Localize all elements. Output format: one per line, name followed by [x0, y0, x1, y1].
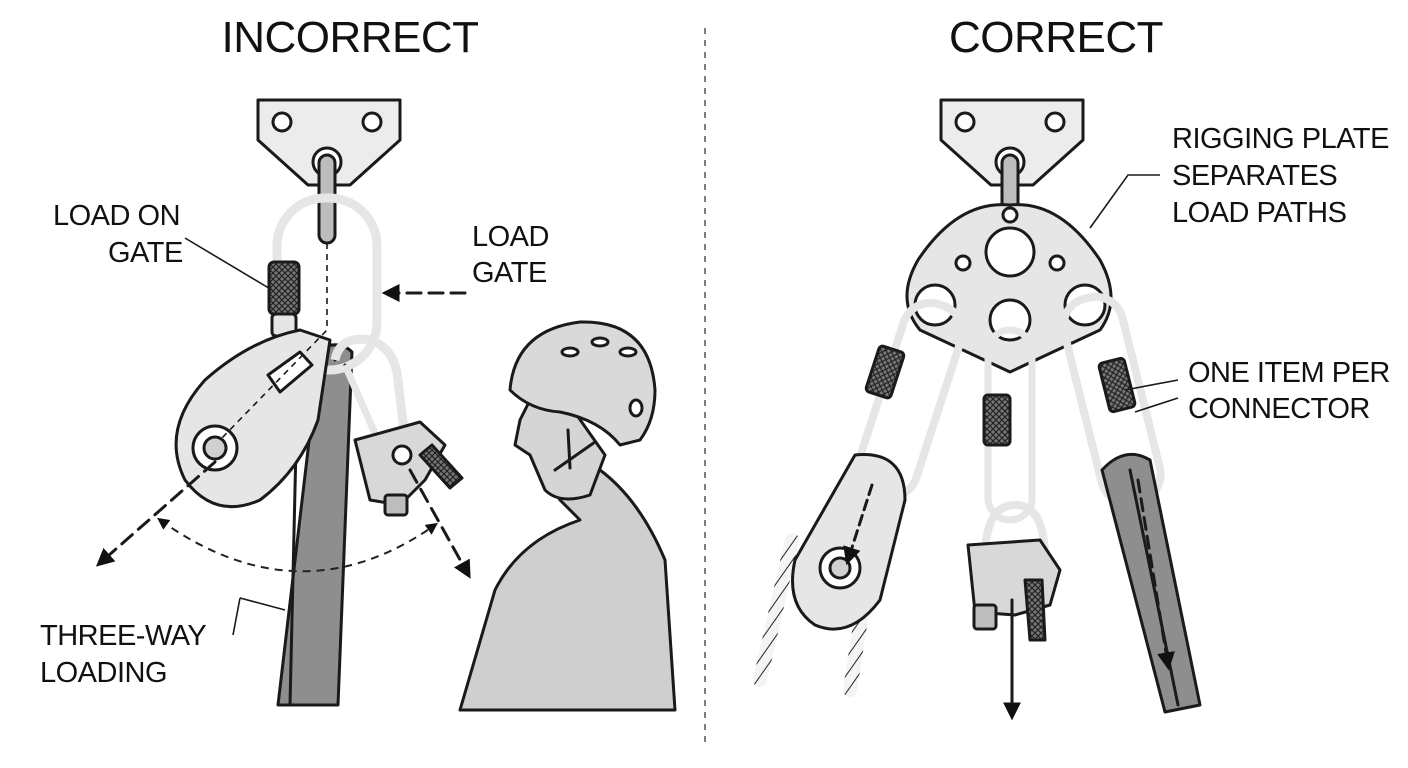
rigging-plate-label-line2: SEPARATES — [1172, 160, 1337, 192]
carabiner-gate-sleeve — [267, 260, 301, 316]
rigging-plate-label-line1: RIGGING PLATE — [1172, 123, 1389, 155]
sling-icon — [1100, 452, 1202, 714]
rigging-plate-icon — [905, 203, 1113, 374]
three-way-label-line1: THREE-WAY — [40, 620, 206, 652]
carabiner-icon — [982, 326, 1036, 524]
three-way-label-line2: LOADING — [40, 657, 167, 689]
pulley-icon — [753, 453, 907, 697]
incorrect-title: INCORRECT — [221, 13, 478, 62]
one-item-label-line2: CONNECTOR — [1188, 393, 1370, 425]
rigging-plate-label-line3: LOAD PATHS — [1172, 197, 1347, 229]
correct-title: CORRECT — [949, 13, 1163, 62]
load-gate-label-line1: LOAD — [472, 221, 549, 253]
load-gate-label-line2: GATE — [472, 257, 547, 289]
correct-panel: RIGGING PLATE SEPARATES LOAD PATHS ONE I… — [753, 98, 1390, 721]
helmet-icon — [508, 320, 657, 447]
load-on-gate-label-line1: LOAD ON — [53, 200, 180, 232]
incorrect-panel: LOAD ON GATE LOAD GATE THREE-WAY LOADING — [40, 98, 677, 712]
rope-grab-icon — [966, 500, 1062, 721]
load-on-gate-label-line2: GATE — [108, 237, 183, 269]
one-item-label-line1: ONE ITEM PER — [1188, 357, 1390, 389]
rope-grab-icon — [330, 334, 464, 517]
